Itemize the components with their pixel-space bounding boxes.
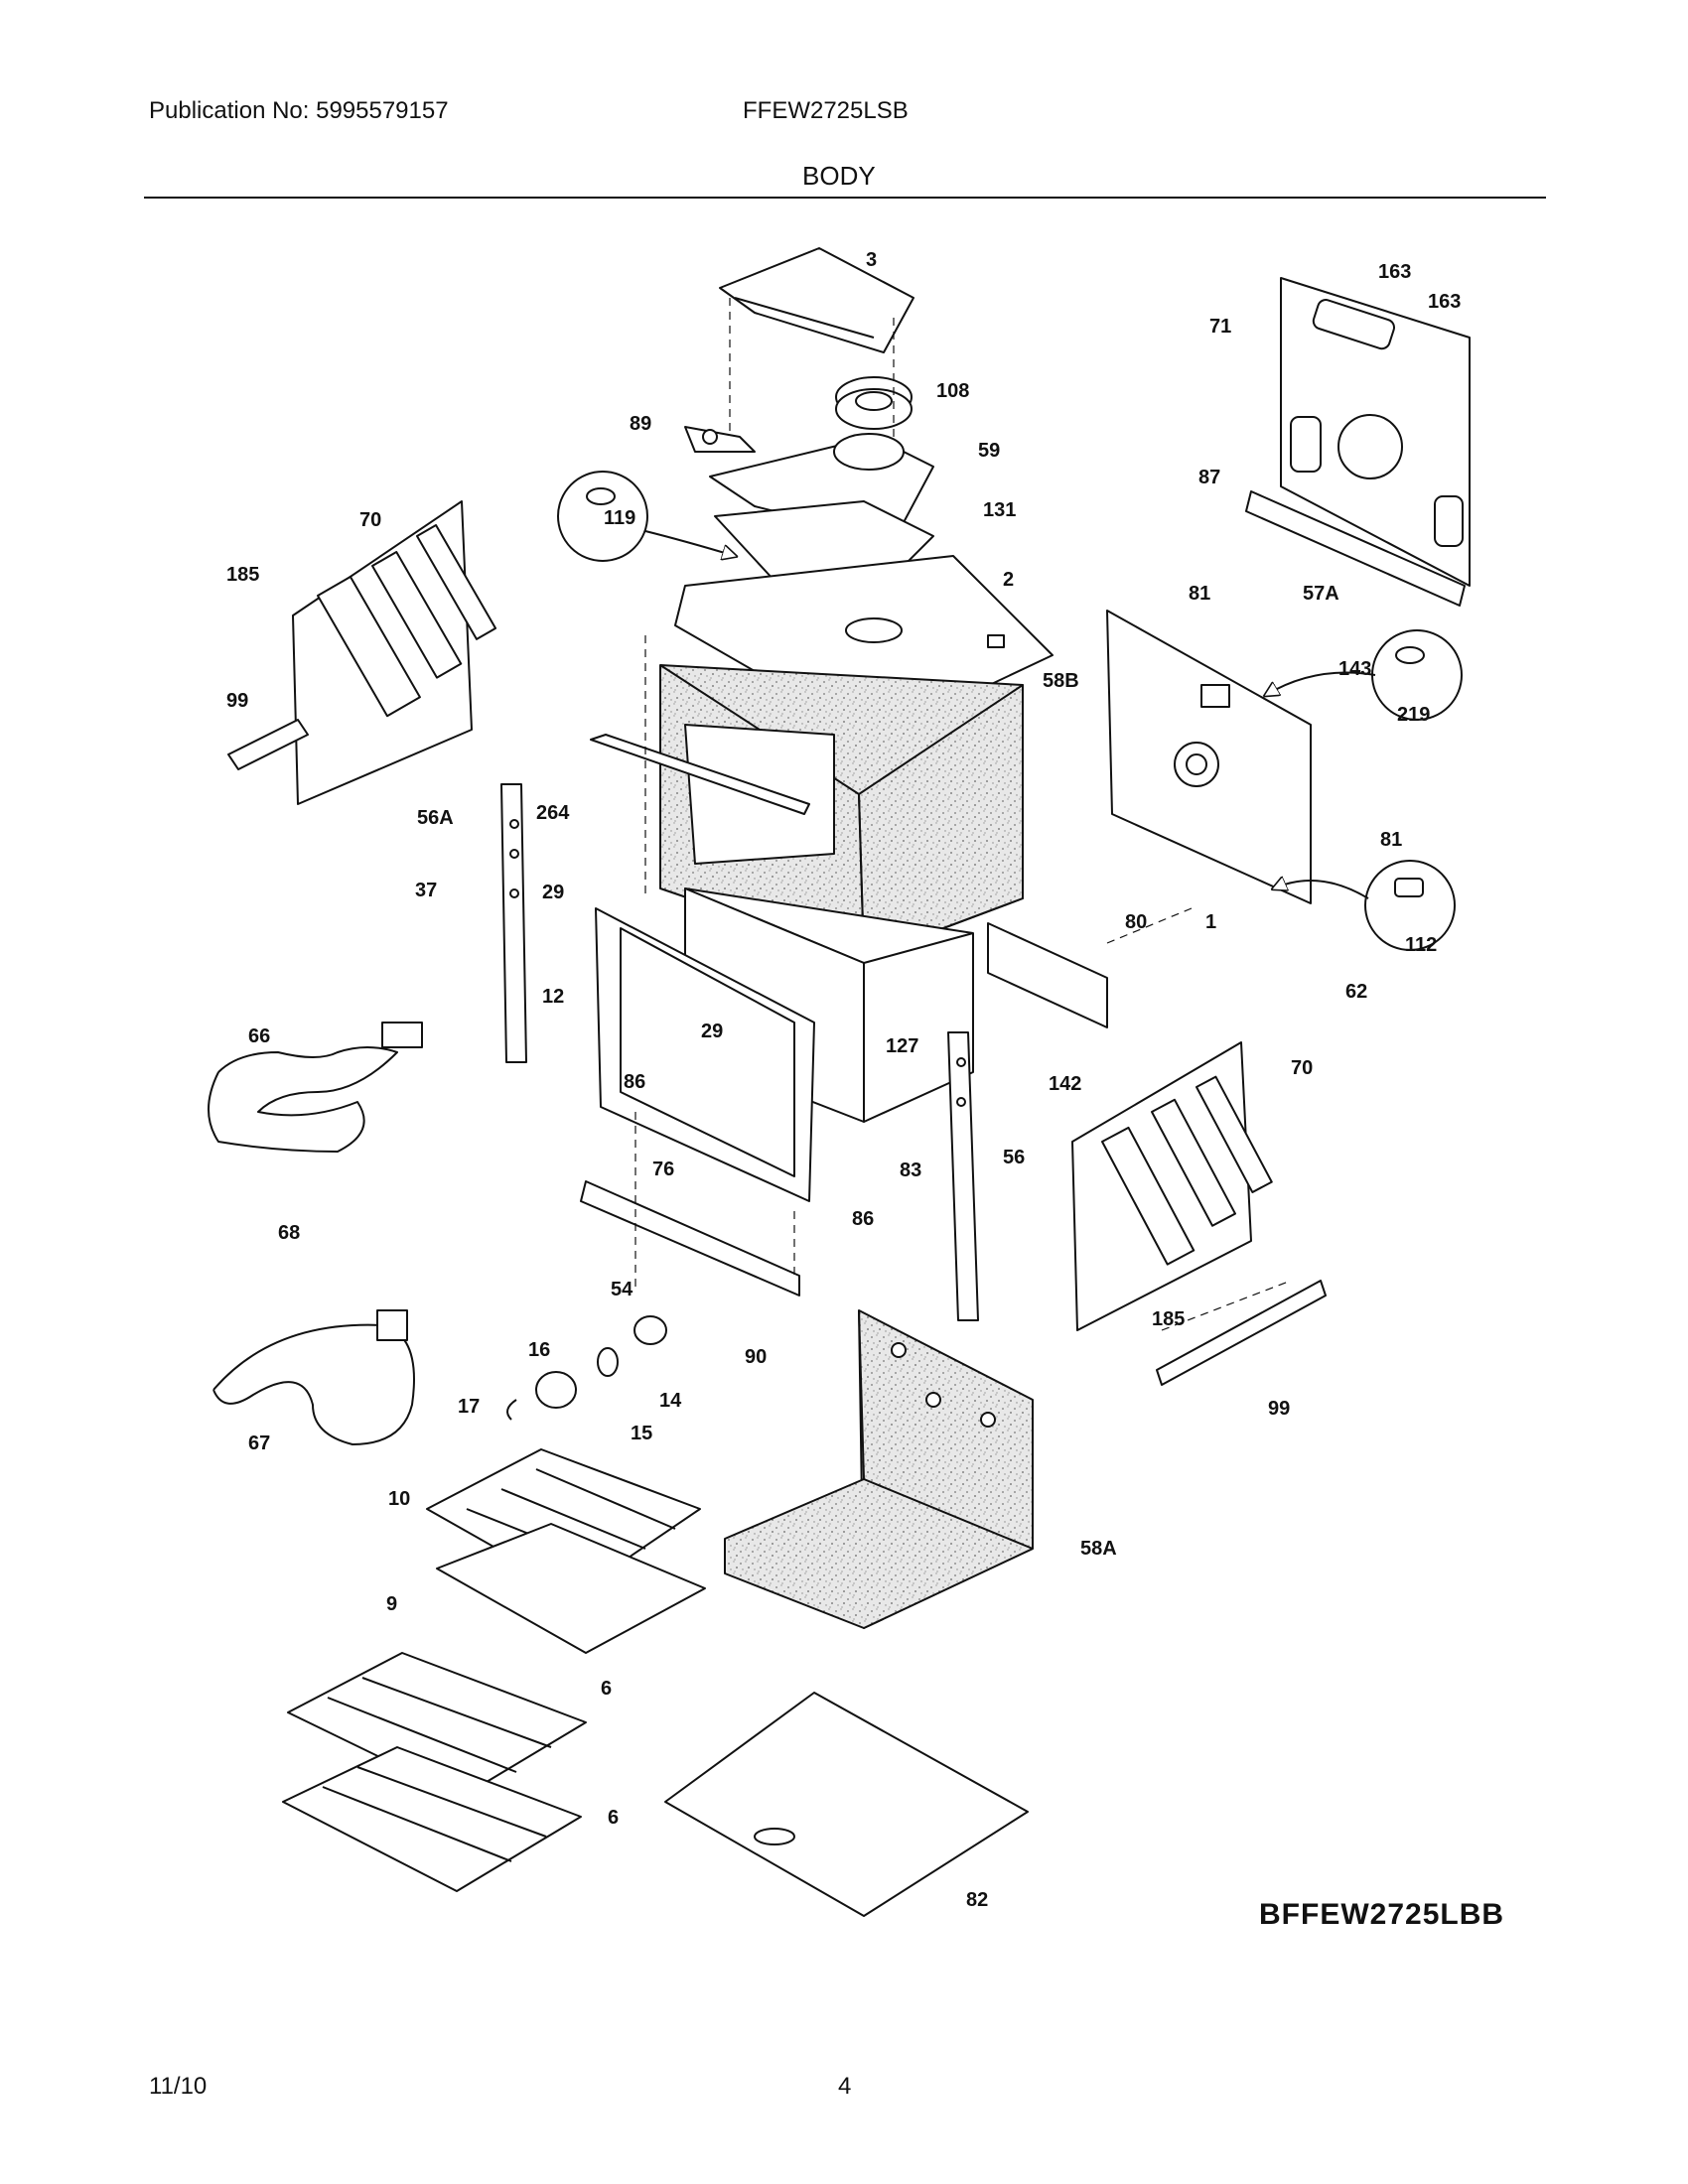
header-rule [144,197,1546,199]
callout-label: 59 [978,440,1000,462]
back-panel-71-part [1280,277,1471,587]
bracket-87-part [1245,490,1466,607]
blower-fan-part [835,376,913,430]
callout-label: 264 [536,802,570,824]
callout-label: 119 [604,507,635,529]
top-trim-part [719,247,914,353]
callout-label: 87 [1198,467,1220,488]
callout-label: 83 [900,1160,921,1181]
callout-label: 81 [1189,583,1210,605]
callout-label: 12 [542,986,564,1008]
page-number: 4 [838,2073,852,2100]
bracket-99-left-part [227,719,309,770]
callout-label: 3 [866,249,877,271]
door-frame-part [595,907,815,1202]
detail-balloon-119 [557,471,735,562]
callout-label: 185 [1152,1308,1185,1330]
lamp-assembly-part [506,1315,667,1421]
callout-label: 10 [388,1488,410,1510]
diagram-code: BFFEW2725LBB [1259,1898,1505,1931]
model-number: FFEW2725LSB [743,97,909,124]
callout-label: 163 [1428,291,1461,313]
detail-balloon-112 [1274,860,1456,951]
callout-label: 86 [624,1071,645,1093]
callout-label: 6 [608,1807,619,1829]
callout-label: 89 [630,413,651,435]
callout-label: 29 [701,1021,723,1042]
bake-element-66-part [208,1022,423,1153]
callout-label: 76 [652,1159,674,1180]
publication-number: Publication No: 5995579157 [149,97,449,124]
callout-label: 14 [659,1390,682,1412]
callout-label: 58B [1043,670,1079,692]
callout-label: 54 [611,1279,633,1300]
rear-panel-1-part [1106,610,1312,904]
callout-label: 70 [1291,1057,1313,1079]
callout-label: 17 [458,1396,480,1418]
detail-balloon-219 [1266,629,1463,721]
bracket-89-part [684,426,756,453]
callout-label: 108 [936,380,969,402]
callout-label: 71 [1209,316,1231,338]
side-panel-70-left-part [292,500,497,805]
callout-label: 219 [1397,704,1430,726]
callout-label: 70 [359,509,381,531]
assembly-guide-lines [634,298,1292,1331]
callout-label: 163 [1378,261,1411,283]
callout-label: 68 [278,1222,300,1244]
callout-label: 131 [983,499,1016,521]
callout-label: 15 [631,1423,652,1444]
callout-label: 80 [1125,911,1147,933]
callout-label: 90 [745,1346,767,1368]
callout-label: 58A [1080,1538,1117,1560]
callout-label: 81 [1380,829,1402,851]
callout-label: 16 [528,1339,550,1361]
channel-142-part [987,922,1108,1028]
side-panel-70-right-part [1071,1041,1273,1331]
callout-label: 185 [226,564,259,586]
rail-56a-part [500,783,527,1063]
callout-label: 6 [601,1678,612,1700]
callout-label: 57A [1303,583,1339,605]
callout-label: 2 [1003,569,1014,591]
callout-label: 86 [852,1208,874,1230]
rail-56-part [947,1031,979,1321]
bracket-99-right-part [1156,1280,1327,1386]
oven-rack-6-lower-part [282,1746,582,1892]
callout-label: 1 [1205,911,1216,933]
callout-label: 82 [966,1889,988,1911]
broiler-pan-9-part [436,1523,706,1654]
callout-label: 56A [417,807,454,829]
callout-label: 9 [386,1593,397,1615]
callout-label: 112 [1405,934,1437,956]
callout-label: 143 [1338,658,1371,680]
callout-label: 56 [1003,1147,1025,1168]
publication-date: 11/10 [149,2073,208,2100]
section-title: BODY [802,161,876,191]
callout-label: 37 [415,880,437,901]
callout-label: 62 [1345,981,1367,1003]
insulation-58a-part [724,1309,1034,1629]
callout-label: 99 [226,690,248,712]
callout-label: 142 [1049,1073,1081,1095]
callout-label: 29 [542,882,564,903]
bottom-tray-82-part [664,1692,1029,1917]
callout-label: 99 [1268,1398,1290,1420]
callout-label: 66 [248,1025,270,1047]
callout-label: 127 [886,1035,918,1057]
broil-element-67-part [212,1309,415,1445]
callout-label: 67 [248,1433,270,1454]
